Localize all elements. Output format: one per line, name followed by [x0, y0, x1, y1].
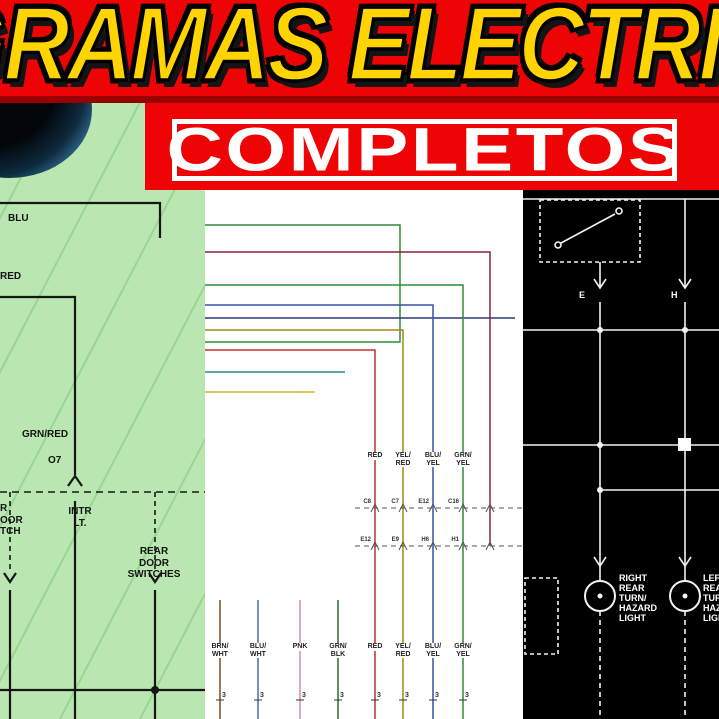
wire-label-blu: BLU — [8, 213, 29, 224]
connector-label: C8 — [363, 499, 371, 505]
connector-label: H1 — [451, 537, 459, 543]
label-left-rear-turn-hazard-light: LEFT REAR TURN/ HAZARD LIGHT — [703, 573, 719, 623]
right-diagram-svg — [523, 198, 719, 719]
top-banner: GRAMAS ELECTRIC — [0, 0, 719, 103]
black-wires — [0, 201, 205, 719]
terminal-label-h: H — [671, 290, 678, 300]
label-intr-lt: INTR LT. — [68, 506, 92, 529]
wire-label: GRN/ YEL — [448, 643, 478, 658]
wire-label: GRN/ BLK — [323, 643, 353, 658]
connector-label: C16 — [447, 499, 459, 505]
middle-diagram-svg — [205, 224, 523, 719]
label-rear-door-switch-partial: R OOR TCH — [0, 503, 23, 537]
pin-number: 3 — [260, 692, 264, 699]
wire-label: RED — [360, 452, 390, 460]
subtitle-border-box: COMPLETOS — [166, 119, 680, 181]
middle-diagram-panel: RED YEL/ RED BLU/ YEL GRN/ YEL C8 C7 E12… — [205, 190, 523, 719]
wire-label-grn-red: GRN/RED — [22, 429, 69, 440]
wire-label: BRN/ WHT — [205, 643, 235, 658]
pin-number: 3 — [340, 692, 344, 699]
pin-number: 3 — [405, 692, 409, 699]
wire-label: BLU/ WHT — [243, 643, 273, 658]
label-right-rear-turn-hazard-light: RIGHT REAR TURN/ HAZARD LIGHT — [619, 573, 657, 623]
wire-label: YEL/ RED — [388, 452, 418, 467]
pin-number: 3 — [435, 692, 439, 699]
white-wires — [523, 198, 719, 719]
right-diagram-panel: E H RIGHT REAR TURN/ HAZARD LIGHT LEFT R… — [523, 190, 719, 719]
connector-label: E9 — [391, 537, 399, 543]
wire-label: PNK — [285, 643, 315, 651]
wire-label-red: RED — [0, 271, 22, 282]
wire-label: BLU/ YEL — [418, 643, 448, 658]
pin-number: 3 — [302, 692, 306, 699]
connector-label: C7 — [391, 499, 399, 505]
subtitle-band: COMPLETOS — [145, 103, 719, 190]
pin-number: 3 — [377, 692, 381, 699]
subtitle-text: COMPLETOS — [166, 115, 683, 184]
connector-rows — [216, 502, 523, 701]
colored-wires — [205, 224, 515, 719]
connector-label: E12 — [360, 537, 371, 543]
terminal-label-e: E — [579, 290, 586, 300]
wire-label: GRN/ YEL — [448, 452, 478, 467]
pin-number: 3 — [465, 692, 469, 699]
pin-number: 3 — [222, 692, 226, 699]
diagonal-texture-lines — [0, 103, 205, 719]
banner-title: GRAMAS ELECTRIC — [0, 0, 719, 103]
wire-label: RED — [360, 643, 390, 651]
connector-label: H6 — [421, 537, 429, 543]
wire-label: BLU/ YEL — [418, 452, 448, 467]
wire-label: YEL/ RED — [388, 643, 418, 658]
connector-label: E12 — [418, 499, 429, 505]
label-rear-door-switches: REAR DOOR SWITCHES — [127, 546, 181, 580]
connector-label-o7: O7 — [48, 455, 62, 466]
left-diagram-panel: BLU RED GRN/RED O7 INTR LT. R OOR TCH RE… — [0, 103, 205, 719]
left-diagram-svg — [0, 103, 205, 719]
